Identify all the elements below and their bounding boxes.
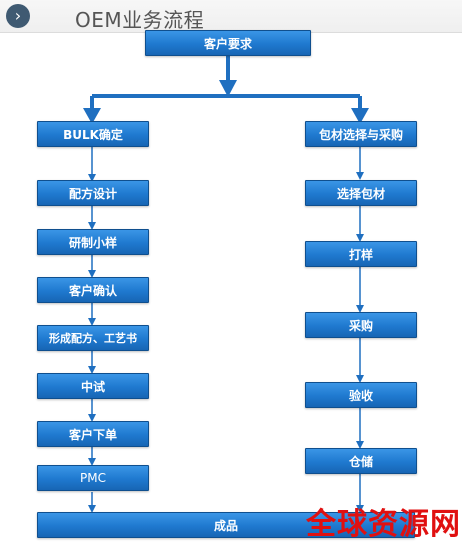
left-arrowhead [83, 108, 101, 124]
packaging-select-purchase-box: 包材选择与采购 [305, 121, 417, 147]
formula-process-book-box: 形成配方、工艺书 [37, 325, 149, 351]
proofing-box: 打样 [305, 241, 417, 267]
pilot-test-box: 中试 [37, 373, 149, 399]
inspection-box: 验收 [305, 382, 417, 408]
right-arrowhead [351, 108, 369, 124]
pmc-box: PMC [37, 465, 149, 491]
customer-requirement-box: 客户要求 [145, 30, 311, 56]
finished-product-box: 成品 [37, 512, 415, 538]
sample-dev-box: 研制小样 [37, 229, 149, 255]
bulk-confirm-box: BULK确定 [37, 121, 149, 147]
page-title: OEM业务流程 [75, 8, 205, 32]
select-packaging-box: 选择包材 [305, 180, 417, 206]
customer-confirm-box: 客户确认 [37, 277, 149, 303]
customer-order-box: 客户下单 [37, 421, 149, 447]
watermark-text: 全球资源网 [306, 507, 461, 542]
storage-box: 仓储 [305, 448, 417, 474]
chevron-right-icon[interactable]: › [6, 4, 30, 28]
top-arrowhead [219, 80, 237, 97]
purchasing-box: 采购 [305, 312, 417, 338]
formula-design-box: 配方设计 [37, 180, 149, 206]
